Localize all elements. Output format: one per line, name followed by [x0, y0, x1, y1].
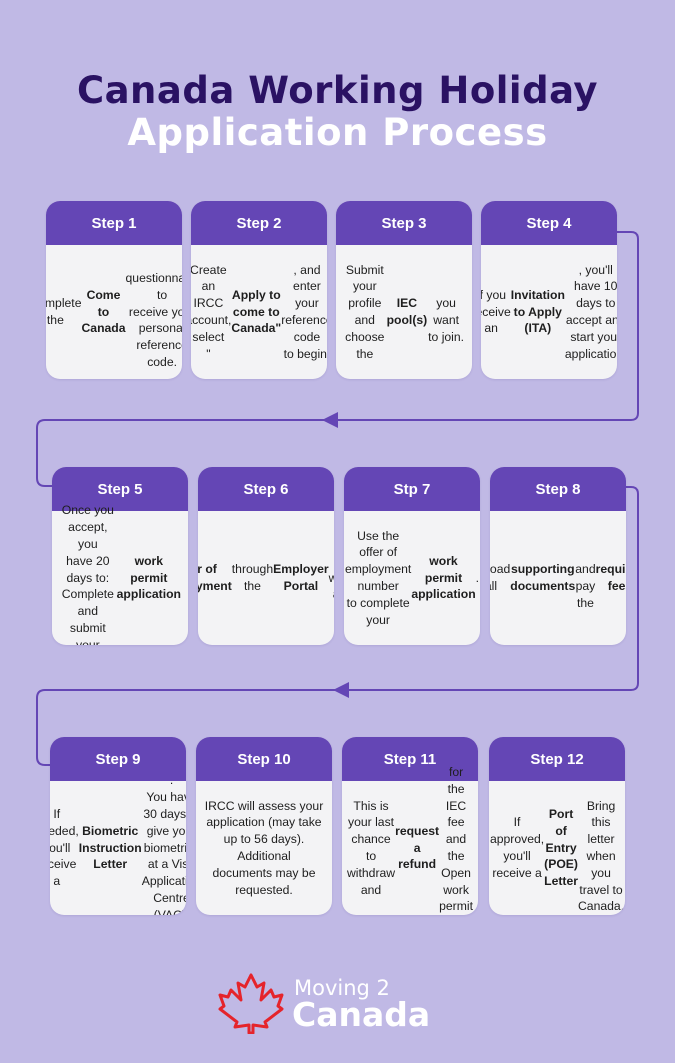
step-header: Step 12	[489, 737, 625, 781]
step-description: Upload allsupportingdocumentsand pay the…	[490, 562, 626, 610]
logo-text-line2: Canada	[292, 995, 431, 1034]
step-card-2: Step 2 Create an IRCCaccount, select"Appl…	[191, 201, 327, 379]
step-header: Step 2	[191, 201, 327, 245]
arrow-left-icon	[333, 682, 349, 698]
maple-leaf-icon	[218, 973, 284, 1034]
logo-text-line1: Moving 2	[294, 976, 390, 1000]
step-header: Stp 7	[344, 467, 480, 511]
step-header: Step 9	[50, 737, 186, 781]
step-header: Step 10	[196, 737, 332, 781]
step-header: Step 4	[481, 201, 617, 245]
step-card-8: Step 8 Upload allsupportingdocumentsand p…	[490, 467, 626, 645]
step-header: Step 6	[198, 467, 334, 511]
step-header: Step 3	[336, 201, 472, 245]
step-description: Your employer mustsubmit an offer ofempl…	[198, 562, 334, 601]
step-header: Step 11	[342, 737, 478, 781]
page-subtitle: Application Process	[127, 111, 548, 154]
step-header: Step 1	[46, 201, 182, 245]
step-header: Step 5	[52, 467, 188, 511]
step-header: Step 8	[490, 467, 626, 511]
arrow-left-icon	[322, 412, 338, 428]
brand-logo: Moving 2 Canada	[218, 972, 458, 1036]
page-title: Canada Working Holiday	[76, 69, 599, 112]
step-description: Create an IRCCaccount, select"Apply to c…	[191, 262, 327, 361]
step-card-6: Step 6 Your employer mustsubmit an offer …	[198, 467, 334, 645]
